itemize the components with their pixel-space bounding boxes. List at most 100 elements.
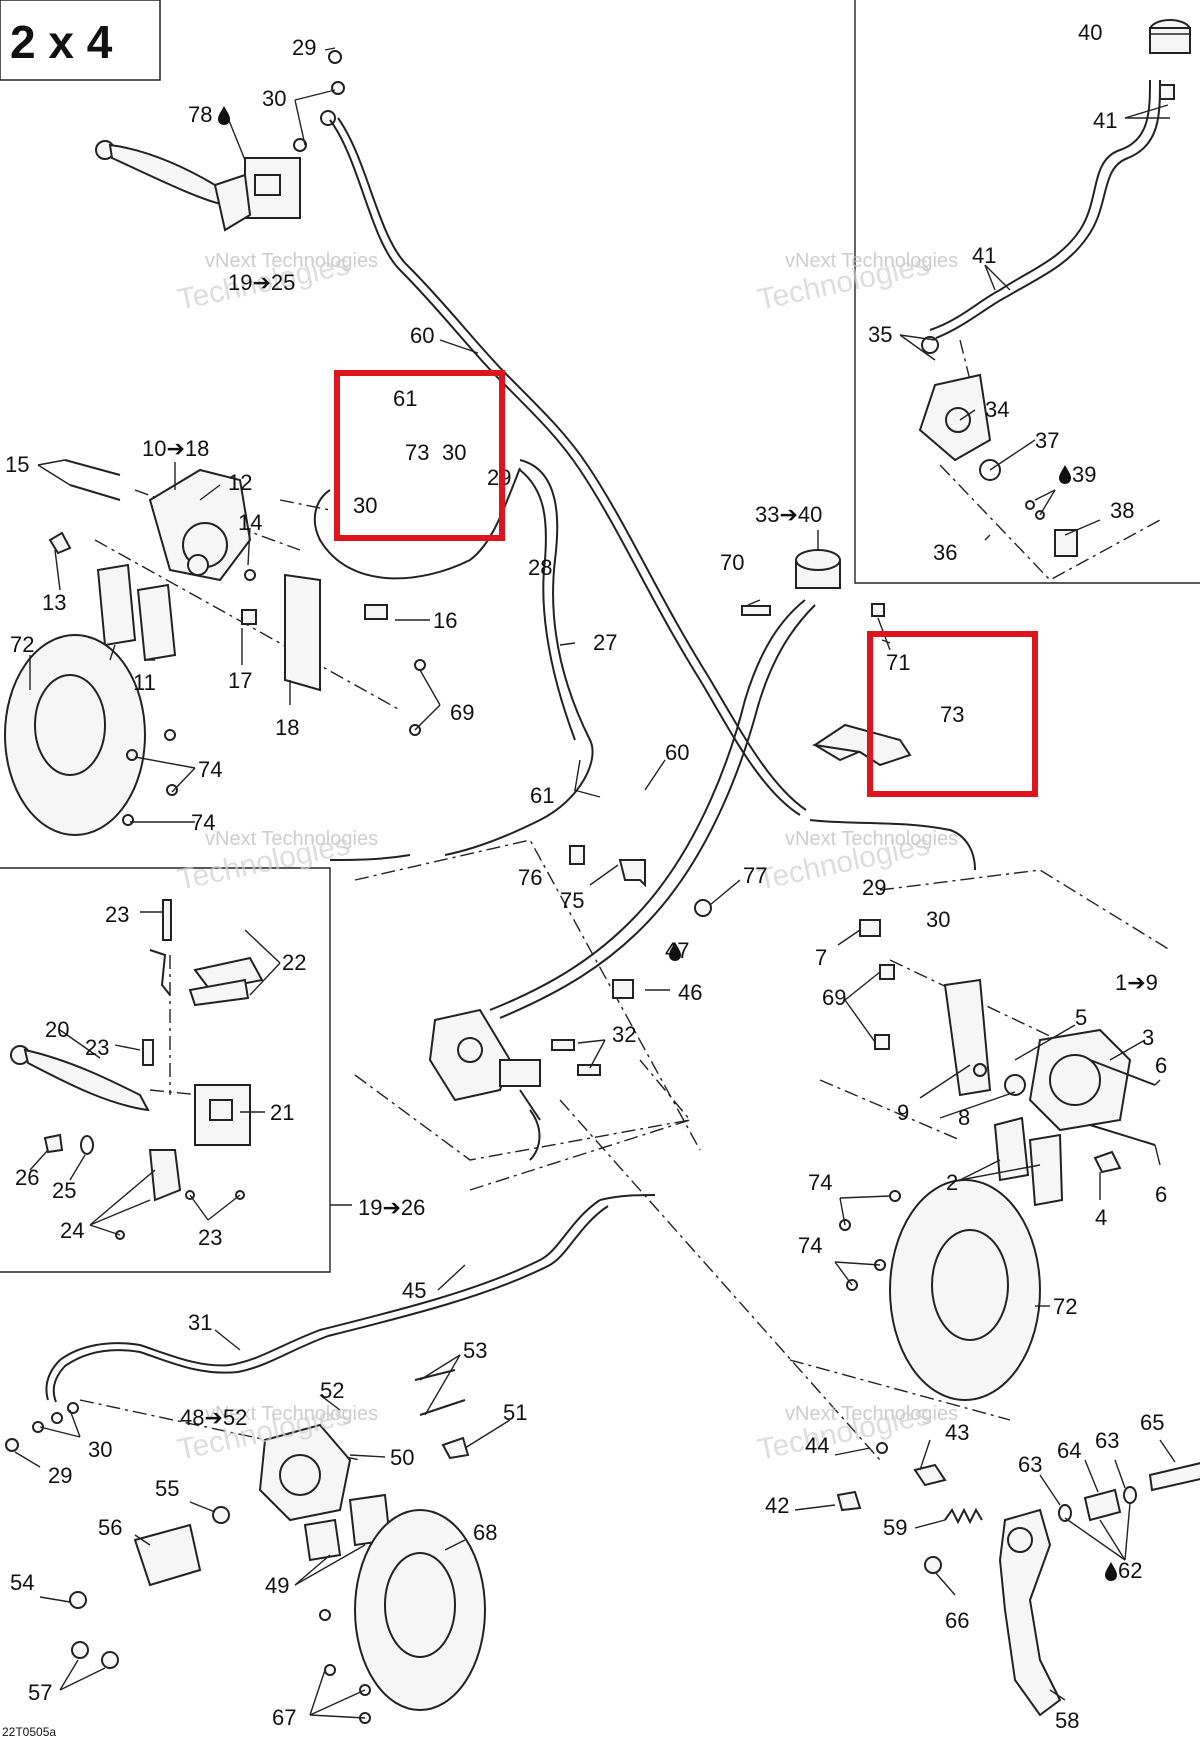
watermark-text: vNext Technologies (785, 828, 958, 850)
rear-disc (319, 1509, 486, 1724)
callout-53: 53 (463, 1338, 487, 1363)
callout-29: 29 (862, 875, 886, 900)
callout-59: 59 (883, 1515, 907, 1540)
callout-8: 8 (958, 1105, 970, 1130)
callout-70: 70 (720, 550, 744, 575)
callout-40: 40 (1078, 20, 1102, 45)
callout-30: 30 (442, 440, 466, 465)
callout-63: 63 (1018, 1452, 1042, 1477)
callout-35: 35 (868, 322, 892, 347)
callout-2: 2 (946, 1170, 958, 1195)
callout-37: 37 (1035, 428, 1059, 453)
callout-50: 50 (390, 1445, 414, 1470)
callout-34: 34 (985, 397, 1009, 422)
callout-labels: 29 30 78 19➔25 60 61 73 30 29 30 28 27 1… (5, 20, 1167, 1733)
callout-36: 36 (933, 540, 957, 565)
callout-41: 41 (1093, 108, 1117, 133)
callout-74: 74 (191, 810, 215, 835)
callout-60: 60 (410, 323, 434, 348)
main-master-cylinder (428, 845, 712, 1121)
callout-11: 11 (133, 670, 156, 695)
callout-72: 72 (1053, 1294, 1077, 1319)
front-right-caliper-assembly (859, 919, 1156, 1207)
drop-icon (1059, 465, 1071, 484)
callout-52: 52 (320, 1378, 344, 1403)
callout-9: 9 (897, 1100, 909, 1125)
figure-code: 22T0505a (2, 1725, 56, 1739)
callout-63: 63 (1095, 1428, 1119, 1453)
callout-30: 30 (88, 1437, 112, 1462)
handlebar-master-cylinder-top (95, 50, 345, 232)
callout-74: 74 (808, 1170, 832, 1195)
watermark-text: vNext Technologies (205, 1403, 378, 1425)
callout-74: 74 (198, 757, 222, 782)
callout-72: 72 (10, 632, 34, 657)
callout-67: 67 (272, 1705, 296, 1730)
callout-19-25: 19➔25 (228, 270, 295, 295)
callout-15: 15 (5, 452, 29, 477)
callout-74: 74 (798, 1233, 822, 1258)
callout-66: 66 (945, 1608, 969, 1633)
callout-46: 46 (678, 980, 702, 1005)
callout-16: 16 (433, 608, 457, 633)
callout-1-9: 1➔9 (1115, 970, 1158, 995)
callout-41: 41 (972, 243, 996, 268)
callout-3: 3 (1142, 1025, 1154, 1050)
callout-26: 26 (15, 1165, 39, 1190)
callout-51: 51 (503, 1400, 527, 1425)
callout-61: 61 (393, 386, 417, 411)
callout-19-26: 19➔26 (358, 1195, 425, 1220)
front-reservoir (741, 549, 912, 767)
watermark-text: vNext Technologies (205, 828, 378, 850)
brake-hoses (45, 79, 1161, 1403)
callout-64: 64 (1057, 1438, 1081, 1463)
front-left-caliper-assembly (48, 459, 426, 736)
callout-75: 75 (560, 888, 584, 913)
callout-23: 23 (198, 1225, 222, 1250)
callout-54: 54 (10, 1570, 34, 1595)
callout-33-40: 33➔40 (755, 502, 822, 527)
top-right-reservoir-assembly (918, 19, 1191, 557)
callout-65: 65 (1140, 1410, 1164, 1435)
callout-62: 62 (1118, 1558, 1142, 1583)
callout-48-52: 48➔52 (180, 1405, 247, 1430)
callout-28: 28 (528, 555, 552, 580)
highlight-box-left (334, 370, 505, 541)
callout-55: 55 (155, 1476, 179, 1501)
callout-10-18: 10➔18 (142, 436, 209, 461)
callout-69: 69 (822, 985, 846, 1010)
callout-24: 24 (60, 1218, 84, 1243)
callout-69: 69 (450, 700, 474, 725)
callout-6: 6 (1155, 1182, 1167, 1207)
watermark-text: vNext Technologies (785, 250, 958, 272)
callout-21: 21 (270, 1100, 294, 1125)
callout-42: 42 (765, 1493, 789, 1518)
watermarks: vNext Technologies Technologies vNext Te… (175, 248, 958, 1467)
callout-77: 77 (743, 863, 767, 888)
callout-30: 30 (262, 86, 286, 111)
callout-27: 27 (593, 630, 617, 655)
front-right-disc (839, 1179, 1041, 1401)
callout-32: 32 (612, 1022, 636, 1047)
callout-30: 30 (926, 907, 950, 932)
callout-5: 5 (1075, 1005, 1087, 1030)
inset-frames (0, 0, 1200, 1273)
callout-30: 30 (353, 493, 377, 518)
top-right-inset-frame (854, 0, 1200, 584)
diagram-title: 2 x 4 (10, 16, 113, 68)
callout-7: 7 (815, 945, 827, 970)
callout-49: 49 (265, 1573, 289, 1598)
title-box: 2 x 4 (0, 0, 161, 81)
callout-12: 12 (228, 470, 252, 495)
callout-56: 56 (98, 1515, 122, 1540)
callout-60: 60 (665, 740, 689, 765)
callout-39: 39 (1072, 462, 1096, 487)
left-inset-frame (0, 867, 331, 1273)
callout-78: 78 (188, 102, 212, 127)
left-inset-lever-assembly (10, 899, 264, 1240)
callout-18: 18 (275, 715, 299, 740)
drop-icon (218, 106, 230, 125)
callout-22: 22 (282, 950, 306, 975)
callout-44: 44 (805, 1433, 829, 1458)
callout-76: 76 (518, 865, 542, 890)
